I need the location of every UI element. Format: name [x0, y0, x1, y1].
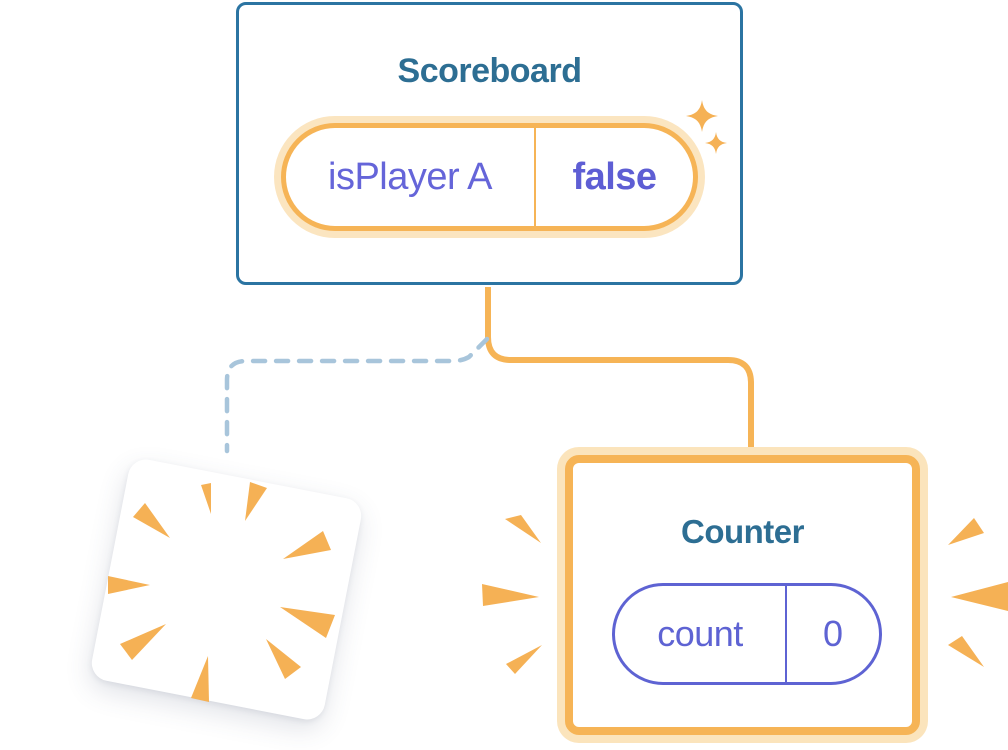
connector-dashed-line [224, 336, 490, 454]
state-label: isPlayer A [328, 155, 492, 198]
connector-solid-line [485, 287, 754, 455]
count-pill-divider [785, 586, 787, 682]
state-value: false [572, 155, 657, 198]
counter-title: Counter [681, 513, 805, 550]
count-value: 0 [822, 613, 844, 654]
scoreboard-title: Scoreboard [397, 52, 582, 90]
count-label: count [657, 613, 743, 654]
scoreboard-card: Scoreboard isPlayer A false [236, 2, 743, 285]
destroyed-component-card [88, 456, 365, 723]
scoreboard-state-pill: isPlayer A false [281, 123, 698, 231]
emphasis-burst-left-icon [482, 515, 542, 674]
state-pill-divider [534, 128, 536, 226]
emphasis-burst-right-icon [948, 518, 1008, 667]
counter-card: Counter count 0 [565, 455, 920, 735]
counter-state-pill: count 0 [612, 583, 882, 685]
